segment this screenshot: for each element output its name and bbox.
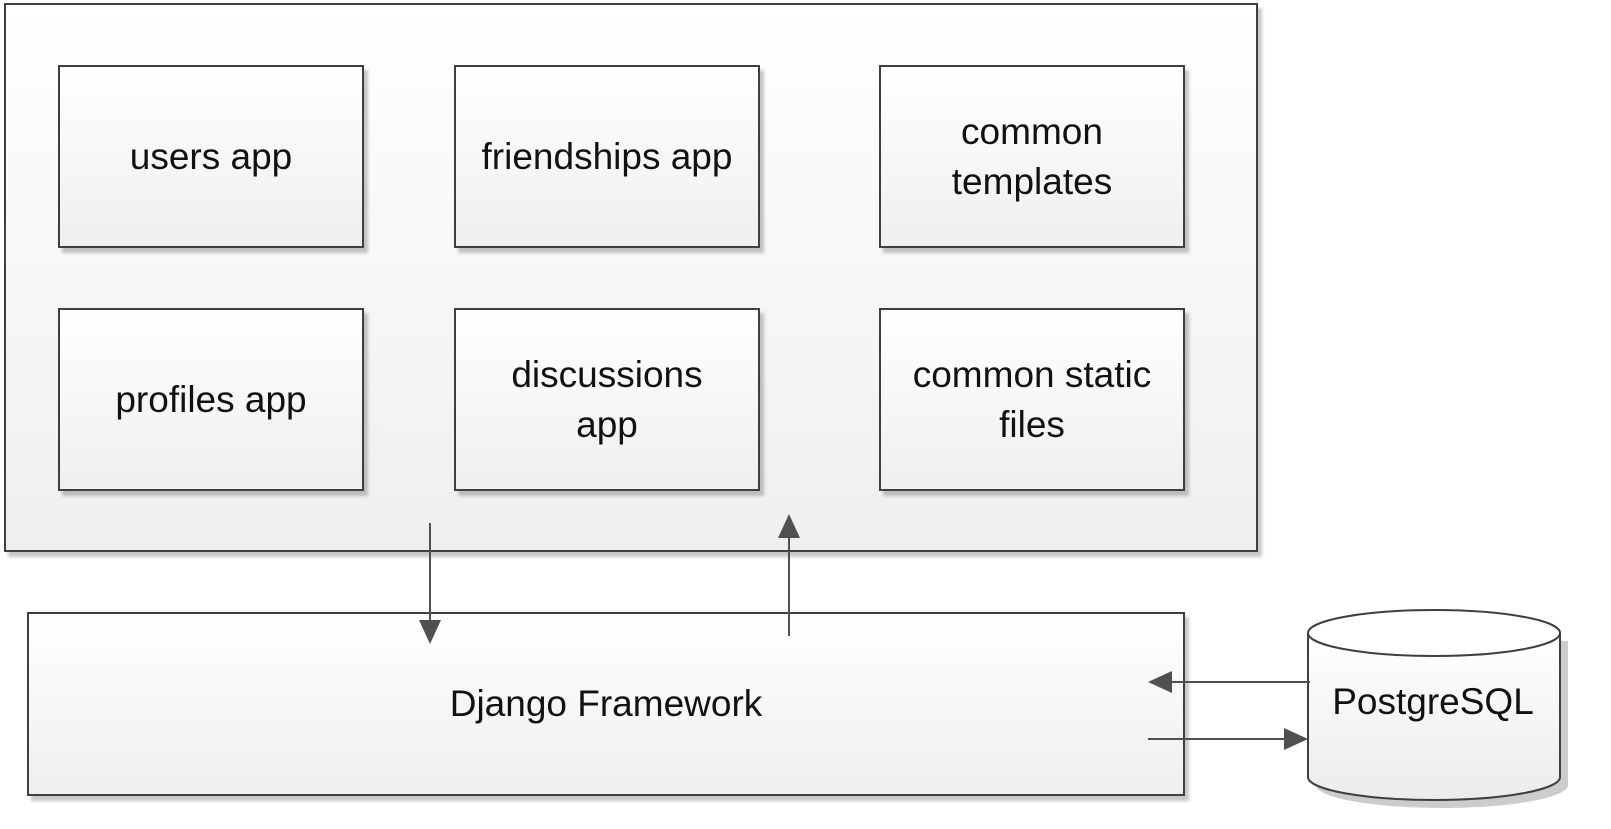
common-static-files-box: common static files	[879, 308, 1185, 491]
arrow-django-to-db	[1148, 728, 1308, 750]
arrow-db-to-django	[1148, 671, 1310, 693]
common-templates-box: common templates	[879, 65, 1185, 248]
common-static-files-label: common static files	[912, 353, 1152, 445]
profiles-app-box: profiles app	[58, 308, 364, 491]
users-app-box: users app	[58, 65, 364, 248]
arrow-up-to-apps	[778, 514, 800, 636]
django-framework-box: Django Framework	[27, 612, 1185, 796]
django-framework-label: Django Framework	[449, 683, 763, 724]
profiles-app-label: profiles app	[115, 378, 307, 420]
friendships-app-box: friendships app	[454, 65, 760, 248]
discussions-app-box: discussions app	[454, 308, 760, 491]
users-app-label: users app	[129, 135, 293, 177]
friendships-app-label: friendships app	[481, 135, 733, 177]
postgresql-label: PostgreSQL	[1332, 681, 1534, 722]
discussions-app-label: discussions app	[511, 353, 703, 445]
common-templates-label: common templates	[951, 110, 1113, 202]
postgresql-cylinder	[1307, 609, 1568, 808]
arrow-down-to-django	[419, 523, 441, 644]
